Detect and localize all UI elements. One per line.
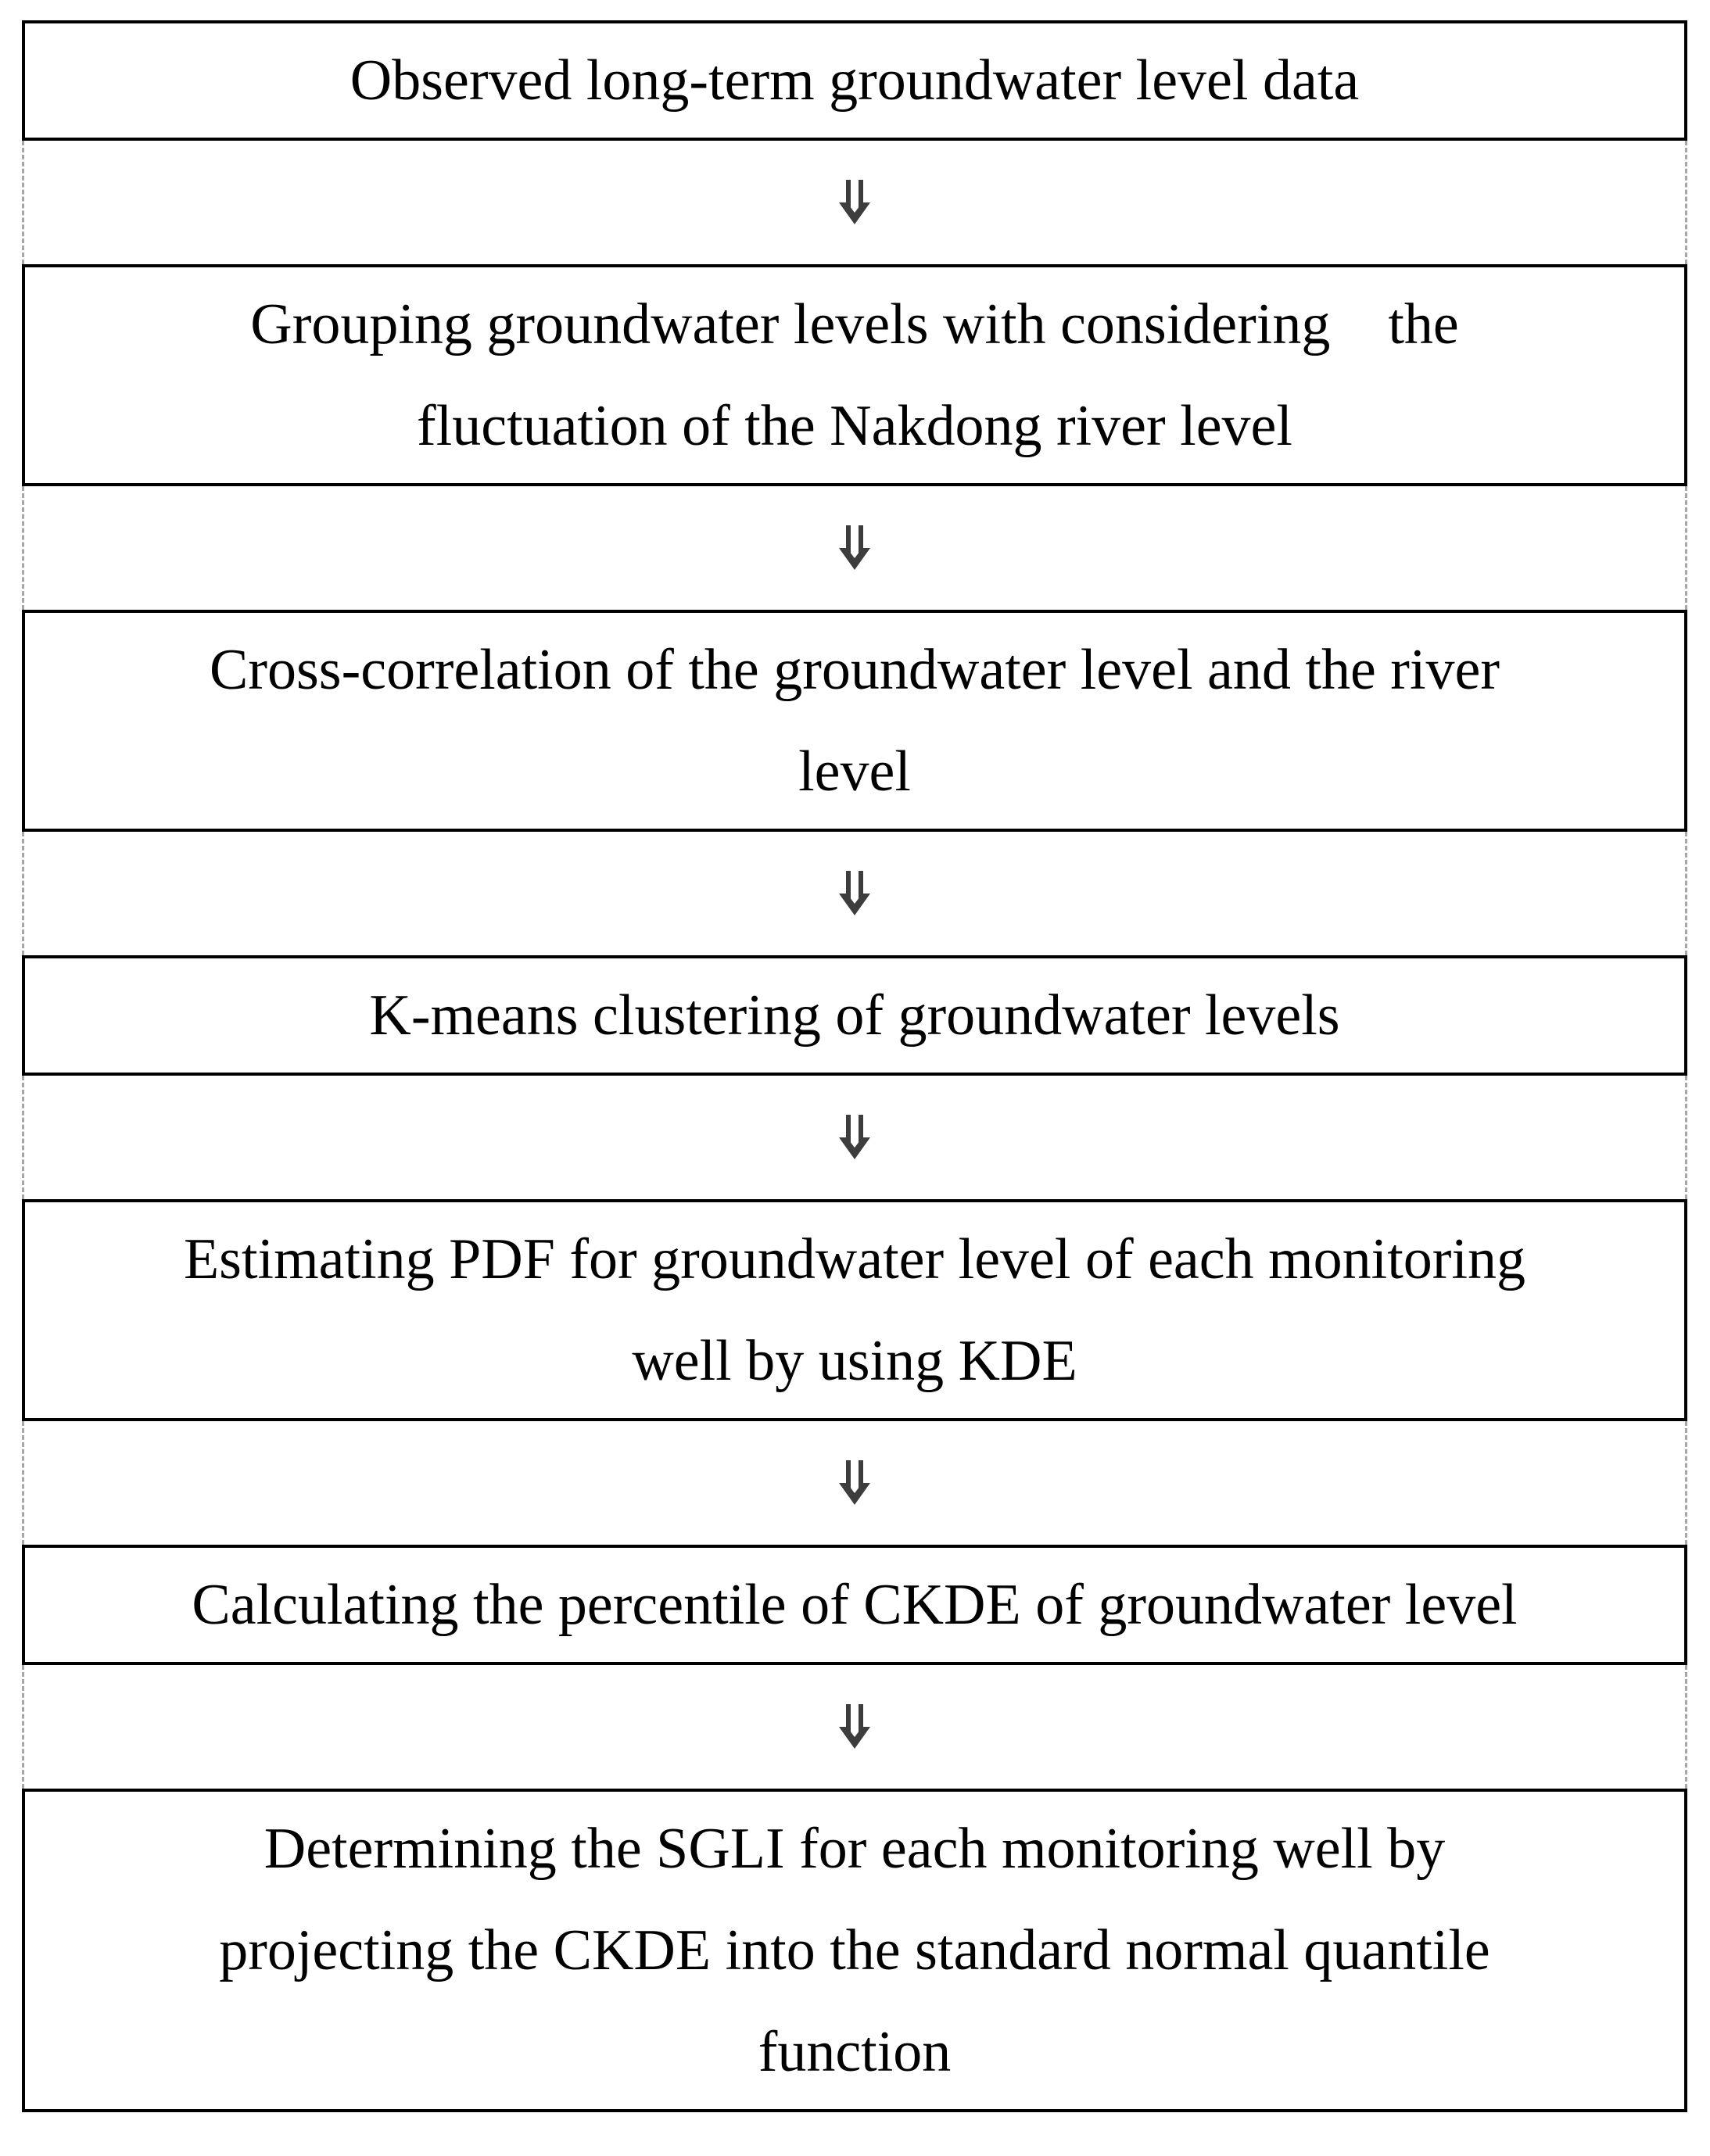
flowchart: Observed long-term groundwater level dat…: [22, 20, 1687, 2112]
flow-step-grouping: Grouping groundwater levels with conside…: [22, 264, 1687, 486]
connector-6: [22, 1665, 1687, 1789]
flow-step-estimating-pdf: Estimating PDF for groundwater level of …: [22, 1199, 1687, 1421]
flow-step-label: projecting the CKDE into the standard no…: [219, 1918, 1490, 1982]
flow-step-label: K-means clustering of groundwater levels: [369, 983, 1340, 1048]
connector-3: [22, 832, 1687, 955]
flow-step-label: Observed long-term groundwater level dat…: [350, 48, 1360, 113]
down-double-arrow-icon: [839, 1460, 870, 1505]
flow-step-label: fluctuation of the Nakdong river level: [417, 394, 1292, 458]
down-double-arrow-icon: [839, 525, 870, 570]
connector-2: [22, 486, 1687, 610]
flow-step-label: function: [758, 2020, 952, 2084]
flow-step-kmeans-clustering: K-means clustering of groundwater levels: [22, 955, 1687, 1076]
connector-1: [22, 141, 1687, 264]
flow-step-determining-sgli: Determining the SGLI for each monitoring…: [22, 1789, 1687, 2112]
flow-step-label: Cross-correlation of the groundwater lev…: [209, 638, 1500, 702]
down-double-arrow-icon: [839, 1704, 870, 1749]
down-double-arrow-icon: [839, 1115, 870, 1159]
flow-step-observed-data: Observed long-term groundwater level dat…: [22, 20, 1687, 141]
flow-step-label: Grouping groundwater levels with conside…: [250, 292, 1459, 356]
down-double-arrow-icon: [839, 871, 870, 915]
connector-4: [22, 1076, 1687, 1199]
flow-step-label: level: [798, 740, 911, 804]
down-double-arrow-icon: [839, 180, 870, 224]
flow-step-label: well by using KDE: [632, 1329, 1077, 1393]
flow-step-percentile-ckde: Calculating the percentile of CKDE of gr…: [22, 1545, 1687, 1665]
connector-5: [22, 1421, 1687, 1545]
flow-step-label: Calculating the percentile of CKDE of gr…: [192, 1573, 1518, 1637]
flow-step-label: Determining the SGLI for each monitoring…: [263, 1817, 1446, 1881]
flow-step-label: Estimating PDF for groundwater level of …: [183, 1227, 1526, 1291]
flow-step-cross-correlation: Cross-correlation of the groundwater lev…: [22, 610, 1687, 832]
